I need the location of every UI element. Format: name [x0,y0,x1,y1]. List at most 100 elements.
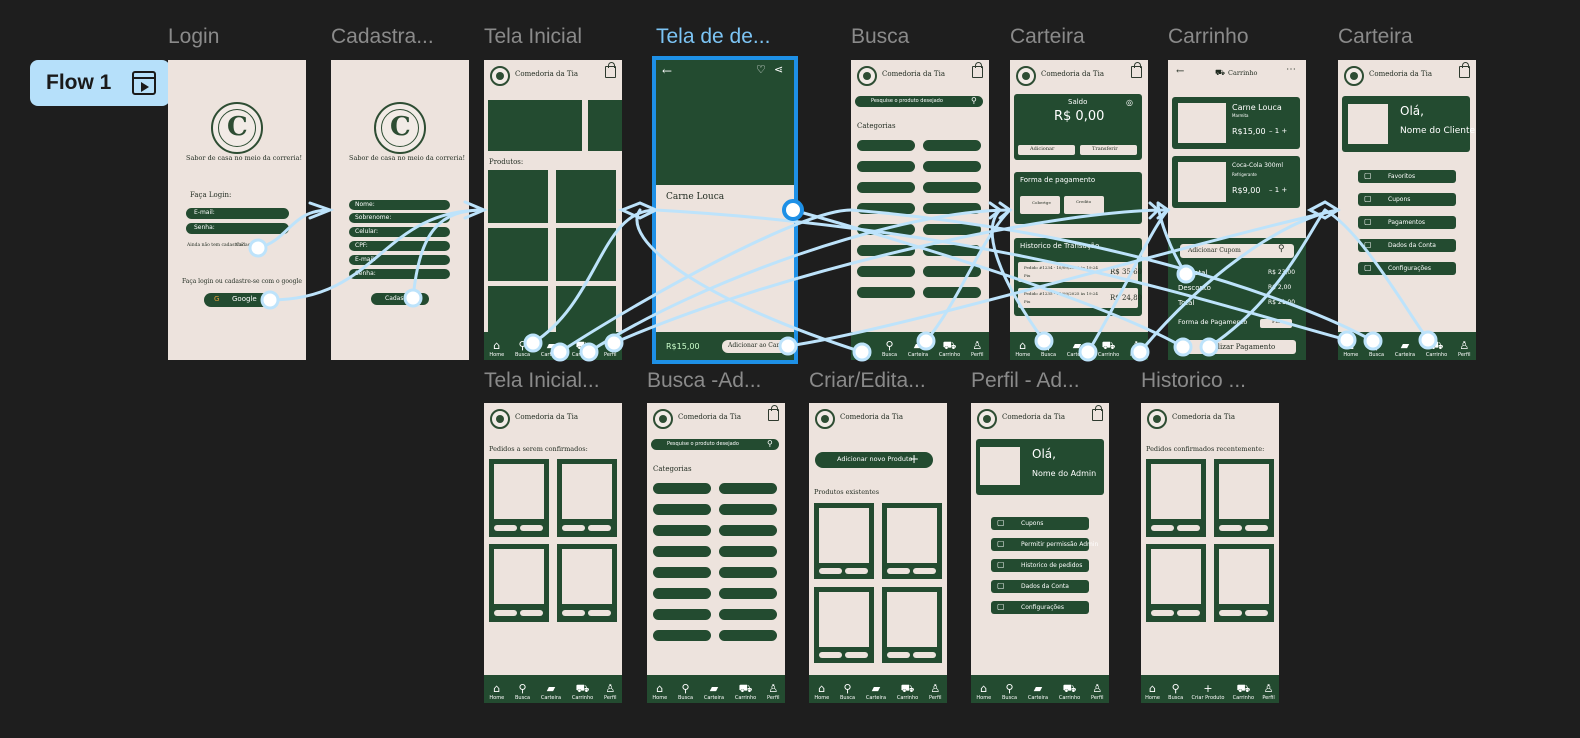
cart-item[interactable]: Carne Louca Marmita R$15,00 – 1 + [1172,97,1300,149]
category-chip[interactable] [923,140,981,151]
cpf-field[interactable]: CPF: [349,241,450,251]
frame-login[interactable]: C Sabor de casa no meio da correria! Faç… [168,60,306,360]
add-to-cart-button[interactable]: Adicionar ao Carrin [722,340,788,353]
menu-item[interactable]: ▢Cupons [1358,193,1456,206]
product-card[interactable] [488,170,548,223]
order-card[interactable] [489,459,549,537]
frame-title-login[interactable]: Login [168,25,220,48]
frame-historico[interactable]: Comedoria da Tia Pedidos confirmados rec… [1141,403,1279,703]
product-card[interactable] [556,228,616,281]
edit-button[interactable] [887,652,910,658]
reject-button[interactable] [588,610,611,616]
category-chip[interactable] [719,630,777,641]
accept-button[interactable] [562,525,585,531]
bag-icon[interactable] [1131,62,1142,78]
nav-perfil[interactable]: ♙Perfil [1458,339,1471,358]
product-card[interactable] [882,503,942,579]
nav-home[interactable]: ⌂Home [652,682,667,701]
accept-button[interactable] [494,525,517,531]
frame-title-busca-admin[interactable]: Busca -Ad... [647,369,762,392]
heart-icon[interactable]: ♡ [756,63,766,76]
quantity-stepper[interactable]: – 1 + [1269,127,1288,135]
order-card[interactable] [1146,459,1206,537]
sobrenome-field[interactable]: Sobrenome: [349,213,450,223]
nav-busca[interactable]: ⚲Busca [840,682,855,701]
category-chip[interactable] [719,525,777,536]
nav-carteira[interactable]: ▰Carteira [541,682,561,701]
back-arrow-icon[interactable]: ← [662,64,673,78]
order-action[interactable] [1177,610,1200,616]
frame-title-historico[interactable]: Historico ... [1141,369,1247,392]
reject-button[interactable] [520,525,543,531]
nav-carteira[interactable]: ▰Carteira [1028,682,1048,701]
more-icon[interactable]: ⋯ [1286,64,1296,75]
edit-button[interactable] [819,568,842,574]
payment-card-1[interactable]: Cobertge [1020,196,1060,214]
category-chip[interactable] [857,140,915,151]
share-icon[interactable]: ⋖ [774,63,784,76]
category-chip[interactable] [719,483,777,494]
frame-title-busca[interactable]: Busca [851,25,910,48]
frame-title-cadastro[interactable]: Cadastra... [331,25,434,48]
order-action[interactable] [1245,610,1268,616]
transferir-button[interactable]: Transferir [1080,145,1137,155]
nav-busca[interactable]: ⚲Busca [515,682,530,701]
category-chip[interactable] [923,224,981,235]
frame-title-carteira-2[interactable]: Carteira [1338,25,1413,48]
nav-home[interactable]: ⌂Home [1145,682,1160,701]
play-frame-icon[interactable] [132,71,156,95]
category-chip[interactable] [719,504,777,515]
frame-busca-admin[interactable]: Comedoria da Tia Pesquise o produto dese… [647,403,785,703]
nav-perfil[interactable]: ♙Perfil [971,339,984,358]
category-chip[interactable] [857,266,915,277]
edit-button[interactable] [887,568,910,574]
nav-home[interactable]: ⌂Home [976,682,991,701]
nav-home[interactable]: ⌂Home [489,339,504,358]
delete-button[interactable] [845,568,868,574]
frame-tela-inicial[interactable]: Comedoria da Tia Produtos: ⌂Home ⚲Busca … [484,60,622,360]
category-chip[interactable] [653,588,711,599]
category-chip[interactable] [653,609,711,620]
edit-button[interactable] [819,652,842,658]
nav-carrinho[interactable]: ⛟Carrinho [572,682,593,701]
nome-field[interactable]: Nome: [349,200,450,210]
nav-perfil[interactable]: ♙Perfil [1262,682,1275,701]
cupom-input[interactable]: Adicionar Cupom⚲ [1180,244,1294,258]
order-card[interactable] [557,459,617,537]
nav-carrinho[interactable]: ⛟Carrinho [1059,682,1080,701]
nav-busca[interactable]: ⚲Busca [678,682,693,701]
category-chip[interactable] [857,203,915,214]
add-product-button[interactable]: Adicionar novo Produto+ [815,452,933,468]
nav-busca[interactable]: ⚲Busca [515,339,530,358]
frame-title-carteira[interactable]: Carteira [1010,25,1085,48]
nav-carteira[interactable]: ▰Carteira [1067,339,1087,358]
transaction-row[interactable]: Pedido #1234 - 10/09/2025 às 19:24 Pix R… [1018,262,1142,282]
nav-carrinho[interactable]: ⛟Carrinho [939,339,960,358]
product-card[interactable] [488,228,548,281]
adicionar-button[interactable]: Adicionar [1018,145,1075,155]
category-chip[interactable] [857,182,915,193]
quantity-stepper[interactable]: – 1 + [1269,186,1288,194]
bag-icon[interactable] [972,62,983,78]
order-card[interactable] [557,544,617,622]
bag-icon[interactable] [768,405,779,421]
category-chip[interactable] [653,525,711,536]
senha-field[interactable]: Senha: [349,269,450,279]
order-action[interactable] [1177,525,1200,531]
category-chip[interactable] [923,182,981,193]
menu-item[interactable]: ▢Cupons [991,517,1089,530]
product-card[interactable] [814,587,874,663]
category-chip[interactable] [857,161,915,172]
menu-item[interactable]: ▢Dados da Conta [1358,239,1456,252]
nav-carrinho[interactable]: ⛟Carrinho [1098,339,1119,358]
menu-item[interactable]: ▢Configurações [991,601,1089,614]
frame-title-tela-inicial[interactable]: Tela Inicial [484,25,583,48]
category-chip[interactable] [857,287,915,298]
frame-perfil-admin[interactable]: Comedoria da Tia Olá, Nome do Admin ▢Cup… [971,403,1109,703]
category-chip[interactable] [923,161,981,172]
nav-perfil[interactable]: ♙Perfil [929,682,942,701]
order-action[interactable] [1245,525,1268,531]
category-chip[interactable] [923,203,981,214]
frame-tela-inicial-admin[interactable]: Comedoria da Tia Pedidos a serem confirm… [484,403,622,703]
delete-button[interactable] [913,652,936,658]
